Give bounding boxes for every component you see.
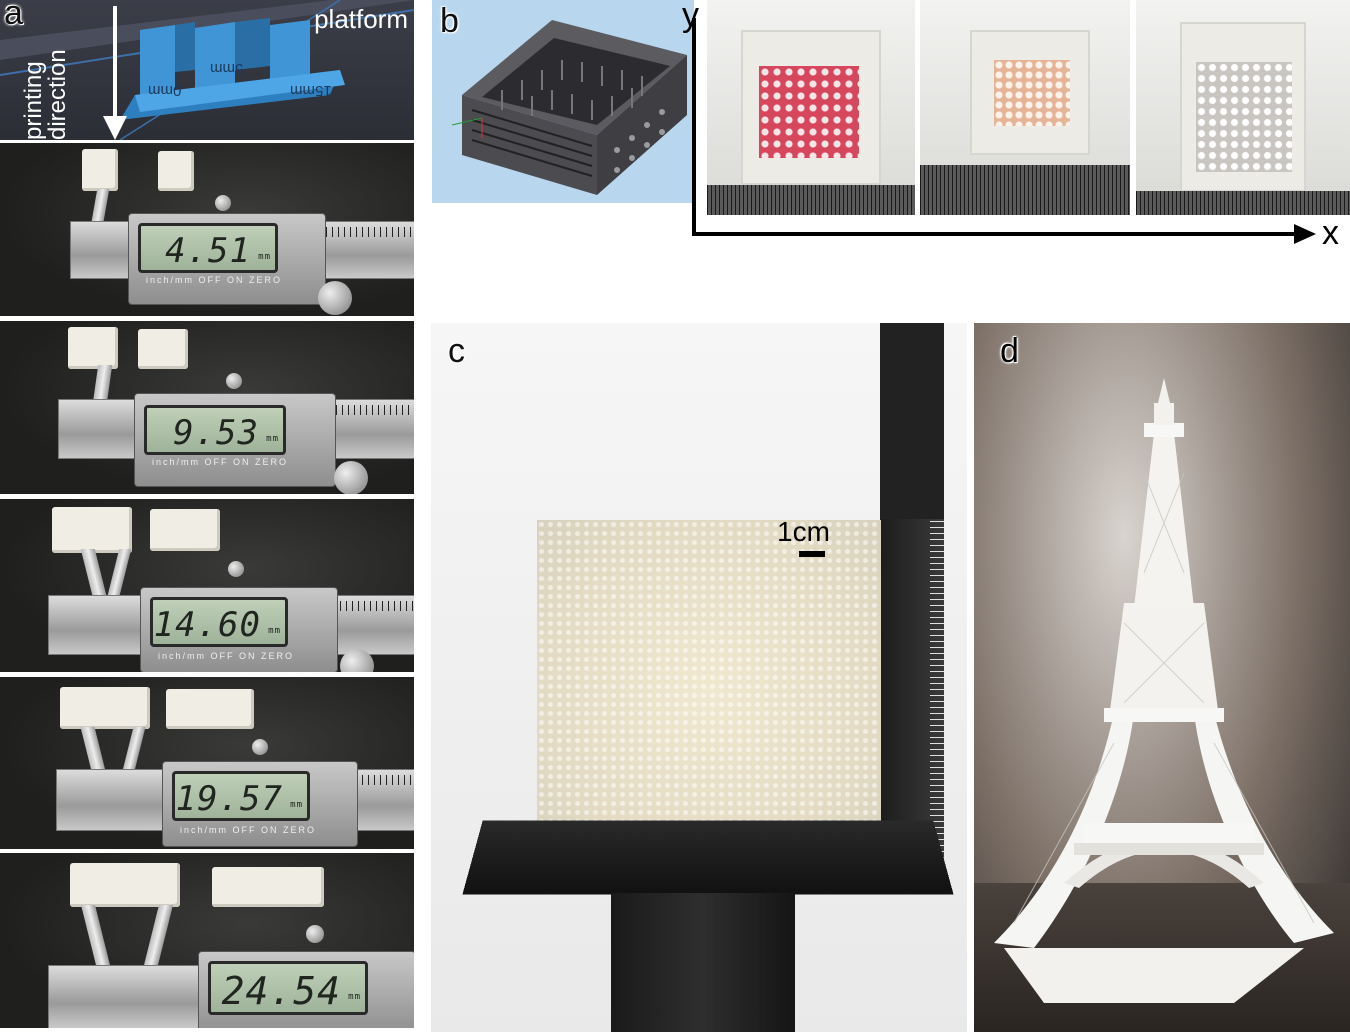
- printed-part: [166, 689, 254, 729]
- ruler-ticks: [330, 405, 414, 415]
- reading-unit: mm: [258, 252, 271, 262]
- printed-part: [150, 509, 220, 551]
- reading-value: 4.51: [165, 231, 251, 271]
- printed-part: [60, 687, 150, 729]
- printed-part: [70, 863, 180, 907]
- ruler-strip: [920, 165, 1130, 215]
- reading-value: 14.60: [153, 605, 261, 645]
- panel-c-photo: 1cm: [431, 323, 967, 1032]
- reading-value: 9.53: [173, 413, 259, 453]
- caliper-display: 24.54 mm: [208, 961, 368, 1015]
- caliper-display: 4.51 mm: [138, 223, 278, 273]
- dyed-lattice: [759, 66, 859, 158]
- platform-mount: [611, 893, 795, 1032]
- direction-label-line1: printing: [20, 61, 47, 140]
- caliper-photo-2: 9.53 mm inch/mm OFF ON ZERO: [0, 321, 414, 494]
- ruler-strip: [1136, 191, 1350, 215]
- reading-unit: mm: [348, 992, 361, 1002]
- panel-b-photos: [707, 0, 1350, 215]
- printed-part: [82, 149, 118, 191]
- caliper-thumbwheel: [252, 739, 268, 755]
- panel-letter-b: b: [440, 2, 459, 40]
- caliper-roller: [340, 649, 374, 672]
- panel-b-cad-model: [432, 0, 694, 203]
- model-label-0mm: 0mm: [148, 82, 182, 99]
- lattice-cube: [537, 520, 881, 860]
- caliper-photo-4: 19.57 mm inch/mm OFF ON ZERO: [0, 677, 414, 849]
- printed-box-photo-2: [920, 0, 1130, 215]
- reading-unit: mm: [266, 434, 279, 444]
- printed-part: [52, 507, 132, 553]
- eiffel-tower-model-illustration: [994, 378, 1334, 1003]
- build-platform: [462, 820, 954, 895]
- printed-part: [68, 327, 118, 369]
- ruler-ticks: [340, 601, 414, 611]
- model-label-5mm: 5mm: [210, 60, 244, 77]
- caliper-roller: [318, 281, 352, 315]
- printed-box-photo-3: [1136, 0, 1350, 215]
- model-label-15mm: 15mm: [290, 82, 332, 99]
- caliper-display: 19.57 mm: [172, 771, 310, 821]
- panel-d-photo: [974, 323, 1350, 1032]
- caliper-button-labels: inch/mm OFF ON ZERO: [152, 457, 289, 467]
- caliper-photo-3: 14.60 mm inch/mm OFF ON ZERO: [0, 499, 414, 672]
- axis-y-label: y: [682, 0, 699, 34]
- caliper-button-labels: inch/mm OFF ON ZERO: [146, 275, 283, 285]
- panel-letter-d: d: [1000, 332, 1019, 370]
- caliper-button-labels: inch/mm OFF ON ZERO: [158, 651, 295, 661]
- ruler-ticks: [320, 227, 414, 237]
- printed-part: [158, 151, 194, 191]
- direction-label-line2: direction: [44, 49, 71, 140]
- printing-direction-label: printing direction: [20, 0, 71, 140]
- caliper-thumbwheel: [228, 561, 244, 577]
- caliper-thumbwheel: [215, 195, 231, 211]
- lattice: [1196, 62, 1292, 172]
- caliper-button-labels: inch/mm OFF ON ZERO: [180, 825, 317, 835]
- caliper-thumbwheel: [306, 925, 324, 943]
- scale-bar: [799, 551, 825, 557]
- ruler-ticks: [350, 775, 414, 785]
- lattice-box-model-illustration: [451, 20, 687, 195]
- caliper-roller: [334, 461, 368, 494]
- reading-unit: mm: [268, 626, 281, 636]
- printed-part: [138, 329, 188, 369]
- caliper-display: 9.53 mm: [144, 405, 286, 455]
- reading-value: 24.54: [221, 969, 341, 1013]
- axis-x-label: x: [1322, 214, 1339, 252]
- caliper-display: 14.60 mm: [150, 597, 288, 647]
- panel-a-cad-render: 0mm 5mm 15mm platform printing direction: [0, 0, 414, 140]
- platform-label: platform: [314, 4, 408, 34]
- panel-letter-c: c: [448, 332, 465, 370]
- scale-bar-label: 1cm: [777, 516, 830, 547]
- steel-ruler-top: [880, 323, 944, 519]
- panel-letter-a: a: [4, 0, 23, 32]
- printed-box-photo-1: [707, 0, 915, 215]
- reading-value: 19.57: [175, 779, 283, 819]
- caliper-photo-5: 24.54 mm: [0, 853, 414, 1028]
- caliper-photo-1: 4.51 mm inch/mm OFF ON ZERO: [0, 143, 414, 316]
- xy-axes-icon: [692, 18, 1316, 244]
- caliper-thumbwheel: [226, 373, 242, 389]
- dyed-lattice: [994, 60, 1070, 126]
- ruler-strip: [707, 185, 915, 215]
- reading-unit: mm: [290, 800, 303, 810]
- printed-part: [212, 867, 324, 907]
- printing-direction-arrow-icon: [103, 6, 127, 140]
- platform-model-illustration: [0, 0, 414, 140]
